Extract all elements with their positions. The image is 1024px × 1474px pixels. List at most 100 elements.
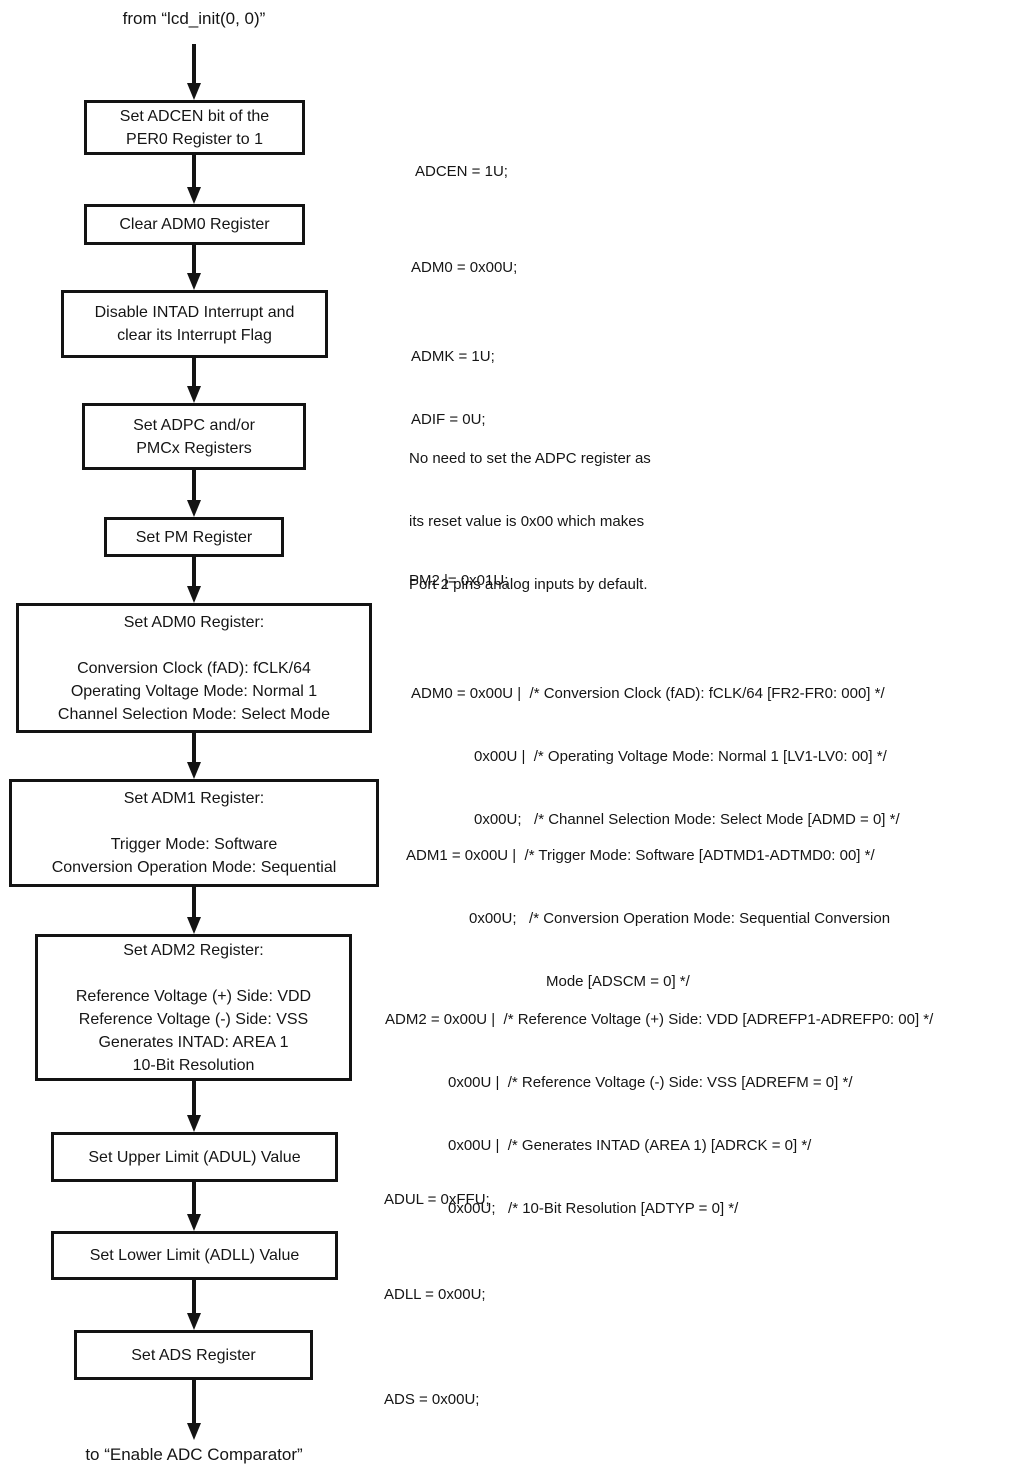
step-label-line: Conversion Operation Mode: Sequential: [51, 859, 337, 876]
code-line: ADCEN = 1U;: [415, 163, 508, 180]
note-line: Port 2 pins analog inputs by default.: [409, 576, 648, 593]
code-line: Mode [ADSCM = 0] */: [546, 973, 690, 990]
arrow-head: [187, 1214, 201, 1231]
code-line: PM2 |= 0x01U;: [409, 572, 509, 589]
step-label-line: Generates INTAD: AREA 1: [98, 1033, 289, 1051]
step-set-adul: Set Upper Limit (ADUL) Value: [51, 1132, 338, 1182]
step-label-line: clear its Interrupt Flag: [117, 327, 272, 344]
step-label-line: Trigger Mode: Software: [110, 836, 278, 853]
arrow-head: [187, 762, 201, 779]
step-set-adm2: Set ADM2 Register: Reference Voltage (+)…: [35, 934, 352, 1081]
code-pm2: PM2 |= 0x01U;: [409, 528, 508, 633]
arrow-head: [187, 1313, 201, 1330]
code-adm1-set: ADM1 = 0x00U | /* Trigger Mode: Software…: [406, 803, 890, 1034]
code-line: ADM0 = 0x00U;: [411, 259, 518, 276]
code-line: ADM2 = 0x00U | /* Reference Voltage (+) …: [385, 1011, 934, 1028]
step-label-line: PER0 Register to 1: [126, 130, 263, 148]
step-clear-adm0: Clear ADM0 Register: [84, 204, 305, 245]
arrow-down-icon: [187, 557, 201, 603]
step-label-line: Disable INTAD Interrupt and: [94, 304, 295, 321]
arrow-down-icon: [187, 887, 201, 934]
arrow-shaft: [192, 557, 196, 594]
code-adul: ADUL = 0xFFU;: [384, 1147, 490, 1252]
arrow-down-icon: [187, 470, 201, 517]
step-label-line: Reference Voltage (+) Side: VDD: [75, 987, 312, 1005]
step-title: Set ADM0 Register:: [123, 613, 265, 631]
arrow-head: [187, 83, 201, 100]
arrow-shaft: [192, 1280, 196, 1321]
arrow-shaft: [192, 733, 196, 770]
arrow-head: [187, 500, 201, 517]
step-label-line: Set ADCEN bit of the: [119, 107, 270, 125]
arrow-shaft: [192, 887, 196, 925]
step-label-line: PMCx Registers: [136, 439, 252, 457]
step-label-line: Reference Voltage (-) Side: VSS: [78, 1010, 309, 1028]
step-label-line: Operating Voltage Mode: Normal 1: [70, 682, 318, 700]
step-title: Set ADM2 Register:: [123, 941, 264, 959]
arrow-shaft: [192, 155, 196, 195]
code-line: 0x00U; /* Conversion Operation Mode: Seq…: [469, 910, 891, 927]
code-line: ADUL = 0xFFU;: [384, 1191, 490, 1208]
arrow-shaft: [192, 245, 196, 281]
arrow-shaft: [192, 1380, 196, 1431]
note-line: No need to set the ADPC register as: [409, 450, 651, 467]
entry-label: from “lcd_init(0, 0)”: [122, 9, 266, 28]
arrow-down-icon: [187, 1280, 201, 1330]
arrow-head: [187, 386, 201, 403]
code-line: ADM0 = 0x00U | /* Conversion Clock (fAD)…: [411, 685, 885, 702]
step-set-adcen-bit: Set ADCEN bit of the PER0 Register to 1: [84, 100, 305, 155]
arrow-shaft: [192, 1182, 196, 1222]
arrow-down-icon: [187, 1182, 201, 1231]
note-adpc: No need to set the ADPC register as its …: [409, 406, 651, 637]
code-line: 0x00U | /* Operating Voltage Mode: Norma…: [474, 748, 887, 765]
step-label-line: Channel Selection Mode: Select Mode: [57, 705, 331, 723]
code-line: ADM1 = 0x00U | /* Trigger Mode: Software…: [406, 847, 875, 864]
step-label-line: Clear ADM0 Register: [119, 216, 270, 233]
step-set-adm0: Set ADM0 Register: Conversion Clock (fAD…: [16, 603, 372, 733]
code-adcen: ADCEN = 1U;: [415, 119, 508, 224]
arrow-head: [187, 273, 201, 290]
step-set-adpc-pmcx: Set ADPC and/or PMCx Registers: [82, 403, 306, 470]
step-label-line: Set ADS Register: [131, 1346, 256, 1364]
code-line: ADMK = 1U;: [411, 348, 495, 365]
exit-label: to “Enable ADC Comparator”: [85, 1445, 303, 1464]
step-set-adm1: Set ADM1 Register: Trigger Mode: Softwar…: [9, 779, 379, 887]
arrow-head: [187, 586, 201, 603]
arrow-down-icon: [187, 44, 201, 100]
code-ads: ADS = 0x00U;: [384, 1347, 479, 1452]
code-line: 0x00U; /* Channel Selection Mode: Select…: [474, 811, 900, 828]
step-label-line: Set Lower Limit (ADLL) Value: [89, 1247, 300, 1264]
arrow-down-icon: [187, 1380, 201, 1440]
step-label-line: Set PM Register: [135, 528, 253, 546]
note-line: its reset value is 0x00 which makes: [409, 513, 645, 530]
step-title: Set ADM1 Register:: [123, 790, 265, 807]
code-line: 0x00U | /* Generates INTAD (AREA 1) [ADR…: [448, 1137, 812, 1154]
code-line: 0x00U | /* Reference Voltage (-) Side: V…: [448, 1074, 853, 1091]
step-label-line: 10-Bit Resolution: [132, 1056, 255, 1074]
step-set-adll: Set Lower Limit (ADLL) Value: [51, 1231, 338, 1280]
arrow-down-icon: [187, 733, 201, 779]
code-adm2-set: ADM2 = 0x00U | /* Reference Voltage (+) …: [385, 967, 933, 1261]
arrow-down-icon: [187, 358, 201, 403]
code-line: ADLL = 0x00U;: [384, 1286, 486, 1303]
step-disable-intad: Disable INTAD Interrupt and clear its In…: [61, 290, 328, 358]
code-line: ADS = 0x00U;: [384, 1391, 480, 1408]
arrow-down-icon: [187, 1081, 201, 1132]
code-adm0-clear: ADM0 = 0x00U;: [411, 215, 517, 320]
step-set-ads: Set ADS Register: [74, 1330, 313, 1380]
arrow-shaft: [192, 1081, 196, 1123]
arrow-down-icon: [187, 245, 201, 290]
code-adll: ADLL = 0x00U;: [384, 1242, 486, 1347]
arrow-shaft: [192, 358, 196, 394]
arrow-shaft: [192, 44, 196, 91]
step-label-line: Set Upper Limit (ADUL) Value: [88, 1148, 301, 1166]
code-adm0-set: ADM0 = 0x00U | /* Conversion Clock (fAD)…: [411, 641, 900, 872]
arrow-down-icon: [187, 155, 201, 204]
arrow-head: [187, 187, 201, 204]
step-label-line: Conversion Clock (fAD): fCLK/64: [77, 659, 311, 677]
arrow-shaft: [192, 470, 196, 508]
code-line: ADIF = 0U;: [411, 411, 486, 428]
step-set-pm: Set PM Register: [104, 517, 284, 557]
code-line: 0x00U; /* 10-Bit Resolution [ADTYP = 0] …: [448, 1200, 739, 1217]
